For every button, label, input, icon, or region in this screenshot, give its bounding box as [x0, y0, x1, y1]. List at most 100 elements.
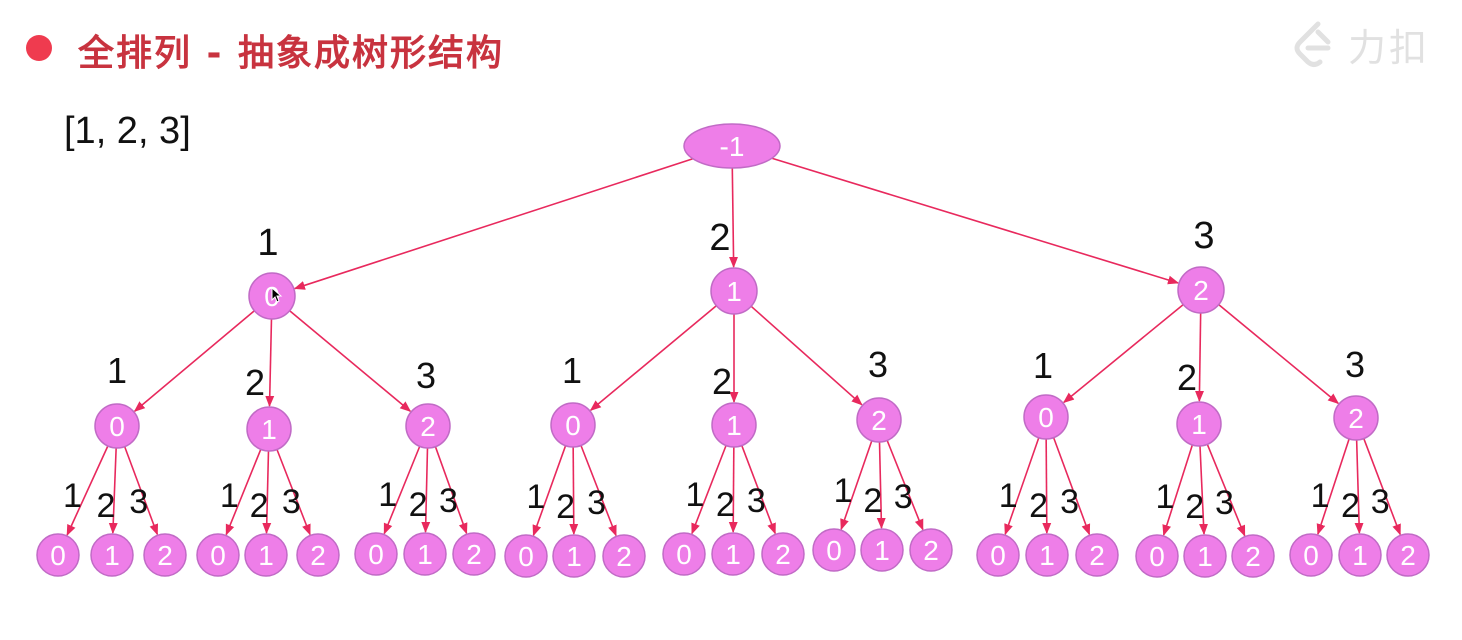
tree-leaf-node: 0 [354, 532, 398, 576]
node-value: 2 [1348, 403, 1364, 434]
edge-label: 1 [220, 477, 239, 515]
edge-label: 2 [250, 487, 269, 525]
edge-label: 2 [1341, 487, 1360, 525]
tree-node-level1: 1 [710, 267, 758, 315]
tree-leaf-node: 1 [1183, 534, 1227, 578]
node-shape [711, 402, 757, 448]
node-value: 2 [1193, 275, 1209, 306]
node-shape [90, 533, 134, 577]
tree-edge [1218, 304, 1340, 405]
tree-edge [886, 440, 924, 531]
node-shape [662, 532, 706, 576]
node-shape [405, 403, 451, 449]
node-value: 2 [616, 541, 632, 572]
edge-label: 2 [716, 486, 735, 524]
edge-label: 3 [282, 483, 301, 521]
node-shape [354, 532, 398, 576]
node-value: 0 [990, 540, 1006, 571]
node-shape [812, 528, 856, 572]
edge-label: 3 [894, 478, 913, 516]
edge-label: 1 [999, 477, 1018, 515]
edge-label: 3 [1345, 344, 1365, 385]
tree-leaf-node: 0 [504, 534, 548, 578]
node-value: 0 [1303, 540, 1319, 571]
tree-leaf-node: 1 [860, 528, 904, 572]
tree-edge [1316, 438, 1350, 536]
edge-label: 1 [1033, 345, 1053, 386]
node-shape [1025, 533, 1069, 577]
tree-edge [1062, 303, 1184, 404]
tree-edge [383, 446, 421, 535]
slide-title: 全排列 - 抽象成树形结构 [78, 33, 505, 74]
tree-leaf-node: 1 [1025, 533, 1069, 577]
tree-root-node: -1 [683, 123, 781, 169]
tree-leaf-node: 0 [36, 533, 80, 577]
node-value: 0 [109, 411, 125, 442]
edge-label: 3 [416, 355, 436, 396]
edge-label: 1 [257, 222, 278, 264]
node-shape [1075, 533, 1119, 577]
node-shape [244, 533, 288, 577]
node-value: 2 [871, 405, 887, 436]
node-shape [856, 397, 902, 443]
node-value: 2 [466, 539, 482, 570]
node-value: 0 [1038, 402, 1054, 433]
tree-leaf-node: 1 [1338, 533, 1382, 577]
brand-name: 力扣 [1348, 25, 1431, 70]
node-shape [143, 533, 187, 577]
node-value: 0 [50, 540, 66, 571]
node-value: 1 [258, 540, 274, 571]
mouse-cursor-icon [271, 287, 283, 303]
leetcode-logo-icon [1294, 21, 1331, 67]
edge-label: 3 [868, 344, 888, 385]
tree-leaf-node: 2 [452, 532, 496, 576]
node-value: 0 [210, 540, 226, 571]
edge-label: 2 [709, 217, 730, 259]
tree-edge [434, 446, 468, 535]
tree-edge [1363, 438, 1401, 536]
node-value: 0 [676, 539, 692, 570]
edge-label: 3 [587, 484, 606, 522]
node-value: 1 [1197, 541, 1213, 572]
tree-edge [1354, 439, 1364, 535]
tree-node-level2: 0 [1023, 394, 1069, 440]
tree-leaf-node: 0 [662, 532, 706, 576]
edge-label: 3 [439, 482, 458, 520]
node-shape [246, 406, 292, 452]
edge-label: 2 [1185, 488, 1204, 526]
tree-edge [276, 449, 311, 536]
node-value: 1 [417, 539, 433, 570]
tree-leaf-node: 1 [90, 533, 134, 577]
node-shape [452, 532, 496, 576]
node-value: 2 [1400, 540, 1416, 571]
node-shape [1386, 533, 1430, 577]
node-shape [504, 534, 548, 578]
tree-edge [589, 305, 717, 412]
tree-leaf-node: 1 [403, 532, 447, 576]
tree-edge [66, 445, 109, 537]
tree-edge [421, 447, 431, 534]
node-shape [36, 533, 80, 577]
node-shape [602, 534, 646, 578]
node-value: 1 [725, 539, 741, 570]
tree-leaf-node: 2 [1231, 534, 1275, 578]
leetcode-brand: 力扣 [1288, 14, 1430, 74]
node-shape [1176, 401, 1222, 447]
tree-leaf-node: 2 [1386, 533, 1430, 577]
edge-label: 3 [129, 483, 148, 521]
node-shape [761, 532, 805, 576]
tree-edge [1162, 444, 1194, 537]
node-value: 0 [368, 539, 384, 570]
input-array-label: [1, 2, 3] [64, 110, 191, 152]
node-value: 2 [1089, 540, 1105, 571]
node-shape [1231, 534, 1275, 578]
edge-label: 1 [562, 350, 582, 391]
tree-leaf-node: 2 [1075, 533, 1119, 577]
node-shape [1183, 534, 1227, 578]
node-shape [550, 402, 596, 448]
tree-edge [728, 446, 738, 534]
tree-node-level2: 2 [1333, 395, 1379, 441]
edge-label: 3 [1215, 484, 1234, 522]
edge-label: 1 [63, 477, 82, 515]
node-value: -1 [720, 131, 745, 162]
